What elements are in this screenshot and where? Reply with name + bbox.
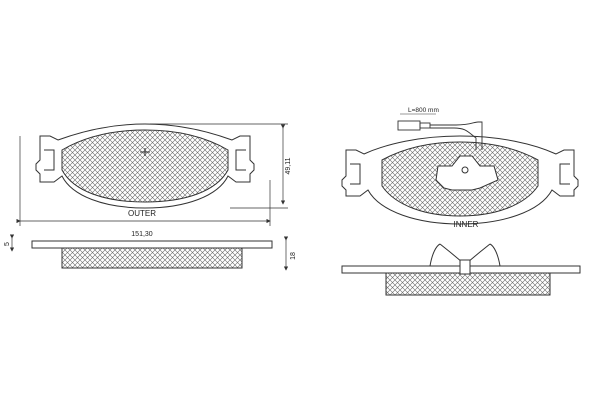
inner-pad-front-view bbox=[341, 135, 579, 225]
outer-side-dimensions bbox=[9, 234, 289, 271]
total-thickness-label: 18 bbox=[290, 252, 297, 260]
sensor-connector bbox=[397, 120, 421, 131]
inner-side-friction bbox=[385, 272, 551, 296]
width-dimension-label: 151,30 bbox=[131, 231, 153, 238]
outer-width-dimension bbox=[16, 136, 271, 226]
inner-side-clip-body bbox=[439, 243, 491, 263]
outer-left-ear bbox=[44, 149, 55, 171]
inner-backing-plate bbox=[341, 135, 579, 225]
outer-side-backing bbox=[31, 240, 273, 249]
outer-pad-front-view bbox=[35, 123, 255, 209]
height-dimension-label: 49,11 bbox=[285, 157, 292, 174]
backing-thickness-label: 5 bbox=[4, 242, 11, 246]
inner-label: INNER bbox=[454, 220, 479, 229]
inner-side-spring-clip bbox=[429, 243, 501, 267]
inner-left-ear bbox=[350, 163, 361, 185]
inner-pad-side-view bbox=[341, 243, 581, 296]
outer-pad-side-view bbox=[31, 240, 273, 269]
outer-center-mark bbox=[140, 148, 150, 156]
wear-sensor-wire bbox=[397, 120, 483, 150]
outer-backing-plate bbox=[35, 123, 255, 209]
inner-right-ear bbox=[559, 163, 570, 185]
outer-right-ear bbox=[235, 149, 246, 171]
inner-side-clip-stem bbox=[459, 259, 471, 275]
inner-clip-center bbox=[461, 166, 469, 174]
outer-label: OUTER bbox=[128, 209, 156, 218]
outer-friction-material bbox=[61, 129, 229, 203]
inner-clip-area bbox=[435, 155, 499, 191]
outer-height-dimension bbox=[150, 123, 288, 209]
wire-length-label: L=800 mm bbox=[408, 107, 439, 114]
outer-side-friction bbox=[61, 247, 243, 269]
